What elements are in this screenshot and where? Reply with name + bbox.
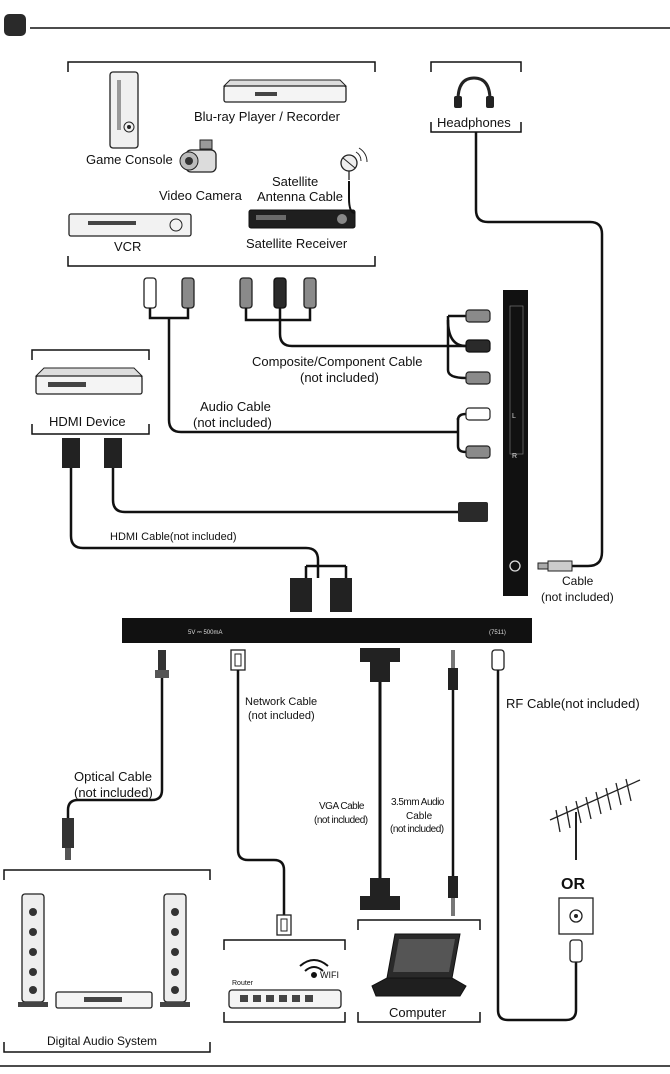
antenna-icon	[549, 778, 641, 860]
hdmi-device-plugs	[62, 438, 122, 468]
computer-bracket	[357, 919, 481, 1023]
router-icon	[228, 989, 342, 1009]
power-spec-label: 5V ⎓ 500mA	[188, 630, 222, 636]
speaker-left-icon	[18, 893, 48, 1007]
audio35-label-1: 3.5mm Audio	[391, 797, 445, 808]
audio35-label-2: Cable	[406, 811, 433, 822]
digital-audio-label: Digital Audio System	[47, 1034, 157, 1048]
panel-label-r: R	[512, 453, 517, 460]
hdmi-panel-plugs	[290, 564, 352, 612]
panel-label-l: L	[512, 413, 516, 420]
headphone-jack-plug	[537, 560, 573, 572]
wall-outlet-icon	[558, 897, 594, 935]
audio-cable	[148, 308, 467, 454]
headphone-port	[509, 560, 521, 572]
vga-cable	[360, 648, 400, 910]
headphones-icon	[454, 76, 494, 108]
network-label-2: (not included)	[248, 710, 315, 722]
audio35-label-3: (not included)	[390, 824, 444, 835]
hdmi-device-icon	[34, 367, 144, 395]
hp-cable-label-2: (not included)	[541, 590, 614, 604]
composite-plugs	[239, 277, 317, 309]
vga-label-2: (not included)	[314, 815, 368, 826]
vcr-label: VCR	[114, 239, 141, 254]
or-label: OR	[561, 876, 585, 893]
optical-label-2: (not included)	[74, 785, 153, 800]
vga-label-1: VGA Cable	[319, 801, 365, 812]
headphone-cable	[474, 132, 604, 568]
computer-label: Computer	[389, 1005, 447, 1020]
model-code-label: (7511)	[489, 630, 506, 636]
hdmi-device-label: HDMI Device	[49, 414, 126, 429]
speaker-right-icon	[160, 893, 190, 1007]
composite-label-1: Composite/Component Cable	[252, 354, 423, 369]
network-label-1: Network Cable	[245, 696, 317, 708]
audio-plugs	[143, 277, 195, 309]
hdmi-tv-plug	[458, 502, 488, 522]
section-header	[4, 14, 670, 36]
game-console-icon	[109, 71, 139, 149]
rf-cable	[491, 649, 583, 1022]
audio-cable-label-1: Audio Cable	[200, 399, 271, 414]
composite-right-plugs	[465, 309, 491, 385]
audio-35-cable	[448, 650, 458, 916]
network-cable	[230, 649, 292, 936]
satellite-receiver-label: Satellite Receiver	[246, 236, 348, 251]
tv-side-panel: L R	[503, 290, 528, 596]
rf-cable-label: RF Cable(not included)	[506, 696, 640, 711]
composite-cable	[244, 308, 467, 380]
audio-receiver-icon	[55, 991, 153, 1009]
laptop-icon	[371, 933, 467, 997]
hp-cable-label-1: Cable	[562, 574, 594, 588]
wifi-label: WIFI	[320, 970, 339, 980]
headphones-label: Headphones	[437, 115, 511, 130]
digital-audio-bracket	[3, 869, 211, 1053]
satellite-label-1: Satellite	[272, 174, 318, 189]
audio-right-plugs	[465, 407, 491, 459]
optical-cable	[62, 650, 169, 860]
router-bracket	[223, 939, 346, 1023]
wifi-icon	[299, 959, 329, 978]
video-camera-icon	[179, 139, 217, 173]
video-camera-label: Video Camera	[159, 188, 243, 203]
hdmi-device-bracket	[31, 349, 150, 435]
vcr-icon	[68, 213, 192, 237]
tv-back-panel	[122, 618, 532, 643]
blu-ray-label: Blu-ray Player / Recorder	[194, 109, 341, 124]
optical-label-1: Optical Cable	[74, 769, 152, 784]
hdmi-cables	[69, 468, 458, 578]
composite-label-2: (not included)	[300, 370, 379, 385]
hdmi-cable-label: HDMI Cable(not included)	[110, 531, 237, 543]
satellite-antenna-cable	[348, 181, 356, 214]
satellite-receiver-icon	[248, 209, 356, 229]
router-label: Router	[232, 980, 254, 987]
source-devices-bracket	[67, 61, 376, 267]
audio-cable-label-2: (not included)	[193, 415, 272, 430]
satellite-dish-icon	[340, 147, 368, 180]
game-console-label: Game Console	[86, 152, 173, 167]
satellite-label-2: Antenna Cable	[257, 189, 343, 204]
blu-ray-player-icon	[222, 79, 348, 103]
